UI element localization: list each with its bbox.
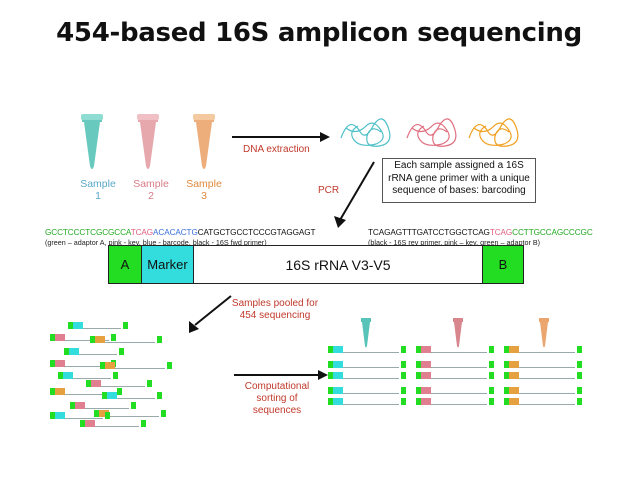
forward-primer-legend: (green – adaptor A, pink - key, blue - b… bbox=[45, 238, 267, 247]
pooled-arrow bbox=[189, 295, 232, 333]
forward-primer-sequence: GCCTCCCTCGCGCCATCAGACACACTGCATGCTGCCTCCC… bbox=[45, 228, 316, 237]
key-seq: TCAG bbox=[130, 228, 154, 237]
sequence-read bbox=[416, 387, 494, 394]
sequence-read bbox=[50, 334, 116, 341]
tube-3-icon bbox=[193, 114, 215, 169]
pooled-reads bbox=[50, 322, 172, 427]
adaptor-a-segment: A bbox=[109, 246, 142, 283]
sequence-read bbox=[504, 398, 582, 405]
dna-blob-3-icon bbox=[468, 118, 519, 147]
tube-1-icon bbox=[81, 114, 103, 169]
sequence-read bbox=[94, 410, 166, 417]
barcoding-note: Each sample assigned a 16S rRNA gene pri… bbox=[382, 158, 536, 203]
sorted-reads bbox=[328, 346, 590, 426]
sequence-read bbox=[504, 387, 582, 394]
marker-segment: Marker bbox=[142, 246, 194, 283]
sorted-tube-2-icon bbox=[453, 318, 463, 348]
barcode-seq: ACACACTG bbox=[153, 228, 198, 237]
sequence-read bbox=[328, 361, 406, 368]
adaptor-a-seq: GCCTCCCTCGCGCCA bbox=[45, 228, 131, 237]
reverse-primer-sequence: TCAGAGTTTGATCCTGGCTCAGTCAGCCTTGCCAGCCCGC bbox=[368, 228, 593, 237]
dna-blob-2-icon bbox=[406, 118, 457, 147]
sequence-read bbox=[58, 372, 118, 379]
sequence-read bbox=[416, 346, 494, 353]
sorted-tube-3-icon bbox=[539, 318, 549, 348]
sequence-read bbox=[68, 322, 128, 329]
dna-extraction-label: DNA extraction bbox=[243, 144, 310, 155]
sorted-tube-1-icon bbox=[361, 318, 371, 348]
sequence-read bbox=[416, 361, 494, 368]
sequence-read bbox=[102, 392, 162, 399]
pcr-arrow bbox=[334, 161, 375, 228]
sequence-read bbox=[416, 398, 494, 405]
sequence-read bbox=[328, 398, 406, 405]
sequence-read bbox=[80, 420, 146, 427]
reverse-primer-legend: (black - 16S rev primer, pink – key, gre… bbox=[368, 238, 541, 247]
tube-2-icon bbox=[137, 114, 159, 169]
sequence-read bbox=[64, 348, 124, 355]
sequence-read bbox=[86, 380, 152, 387]
pcr-label: PCR bbox=[318, 185, 340, 196]
sequence-read bbox=[328, 346, 406, 353]
adaptor-b-seq: CCTTGCCAGCCCGC bbox=[512, 228, 593, 237]
sequence-read bbox=[504, 372, 582, 379]
page-title: 454-based 16S amplicon sequencing bbox=[56, 18, 582, 48]
dna-blobs bbox=[340, 118, 519, 147]
sorting-arrow bbox=[234, 370, 328, 380]
rev-key-seq: TCAG bbox=[489, 228, 513, 237]
adaptor-b-segment: B bbox=[482, 246, 523, 283]
dna-blob-1-icon bbox=[340, 118, 391, 147]
sequence-read bbox=[50, 388, 122, 395]
sample-tubes bbox=[81, 114, 215, 169]
sequence-read bbox=[100, 362, 172, 369]
extraction-arrow bbox=[232, 132, 330, 142]
sequence-read bbox=[328, 387, 406, 394]
sequence-read bbox=[50, 412, 110, 419]
rev-primer-seq: TCAGAGTTTGATCCTGGCTCAG bbox=[368, 228, 490, 237]
sequence-read bbox=[504, 346, 582, 353]
amplicon-construct: A Marker 16S rRNA V3-V5 B bbox=[108, 245, 524, 284]
16s-region-segment: 16S rRNA V3-V5 bbox=[194, 246, 482, 283]
sorted-tubes bbox=[361, 318, 549, 348]
fwd-primer-seq: CATGCTGCCTCCCGTAGGAGT bbox=[197, 228, 316, 237]
sequence-read bbox=[504, 361, 582, 368]
sequence-read bbox=[416, 372, 494, 379]
sequence-read bbox=[90, 336, 162, 343]
sequence-read bbox=[70, 402, 136, 409]
sequence-read bbox=[328, 372, 406, 379]
